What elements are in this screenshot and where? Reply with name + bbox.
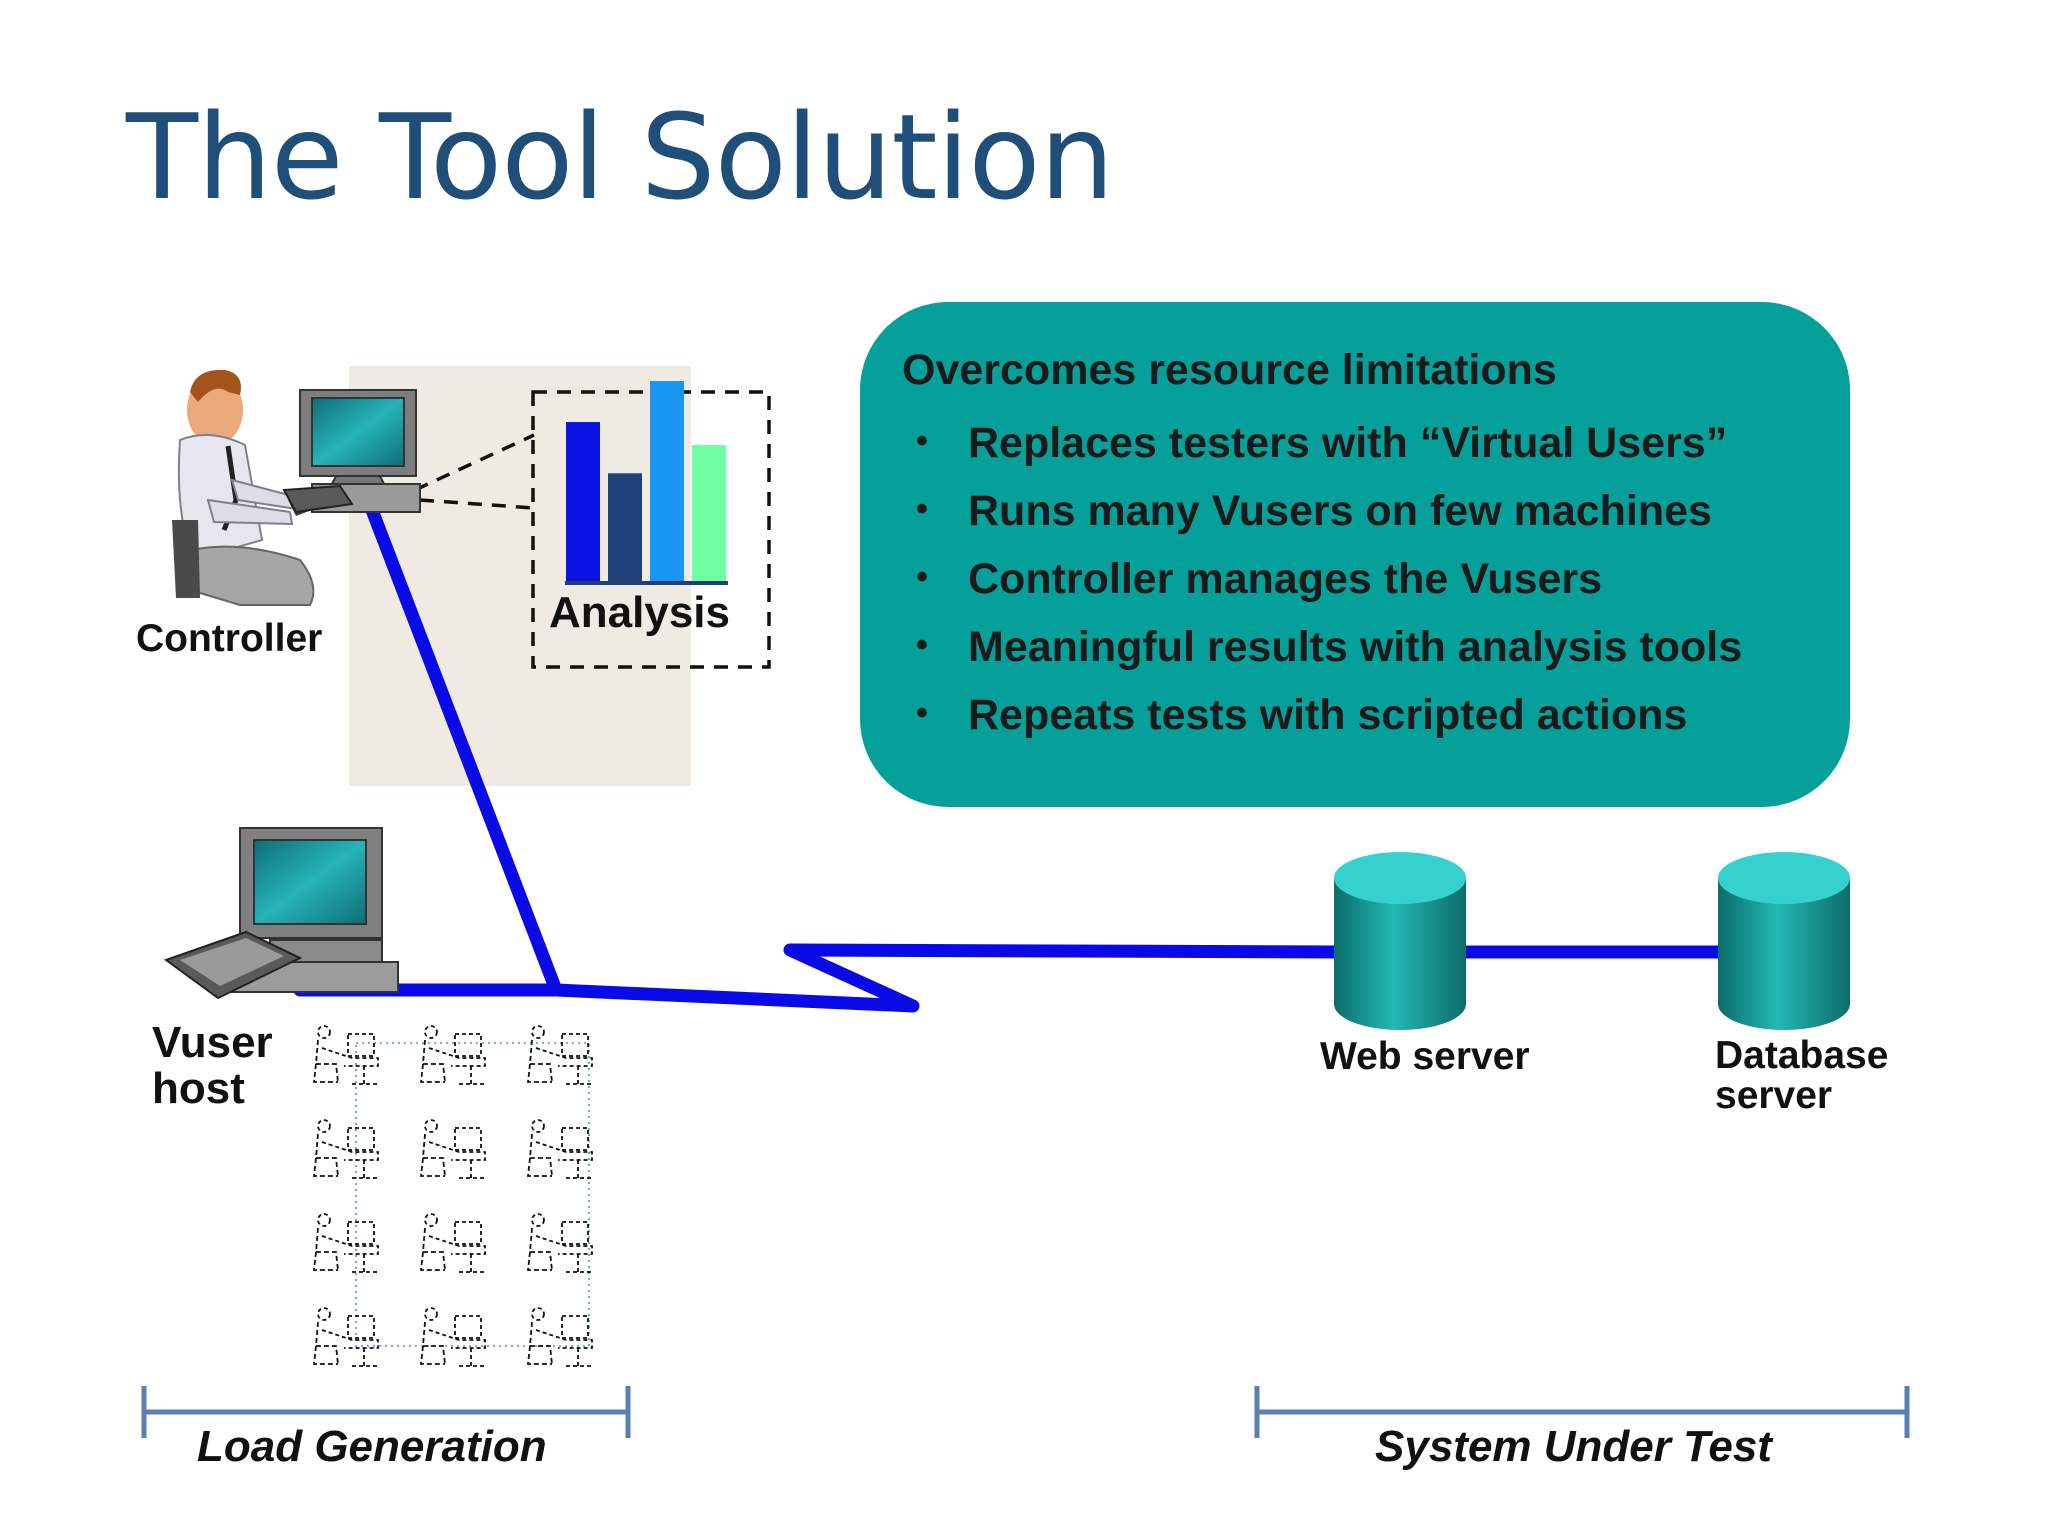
load-generation-label: Load Generation xyxy=(197,1422,547,1471)
callout-bullet: Replaces testers with “Virtual Users” xyxy=(902,407,1810,477)
vuser-grid-frame xyxy=(355,1042,590,1347)
callout-heading: Overcomes resource limitations xyxy=(902,346,1557,394)
vuser-figure-icon xyxy=(420,1307,488,1367)
vuser-figure-icon xyxy=(313,1119,381,1179)
database-server-label-line2: server xyxy=(1715,1074,1833,1117)
web-server-label: Web server xyxy=(1320,1035,1530,1078)
vuser-figure-icon xyxy=(313,1213,381,1273)
system-under-test-bracket xyxy=(1254,1386,1910,1438)
vuser-host-label-line1: Vuser xyxy=(152,1018,273,1067)
vuser-figure-icon xyxy=(420,1025,488,1085)
database-server-label: Database server xyxy=(1715,1036,1935,1116)
callout-bullet: Meaningful results with analysis tools xyxy=(902,611,1810,681)
controller-computer-icon xyxy=(282,389,421,514)
analysis-bar xyxy=(692,445,726,581)
analysis-box xyxy=(531,390,771,669)
network-lines xyxy=(293,503,1727,1013)
load-generation-bracket xyxy=(141,1386,631,1438)
analysis-chart xyxy=(566,381,726,581)
vuser-host-label-line2: host xyxy=(152,1064,245,1113)
database-server-label-line1: Database xyxy=(1715,1034,1889,1077)
vuser-figure-icon xyxy=(527,1213,595,1273)
analysis-bar xyxy=(608,473,642,581)
web-server-icon xyxy=(1334,852,1466,1030)
analysis-bar xyxy=(566,422,600,581)
vuser-figure-icon xyxy=(420,1119,488,1179)
callout-bullet: Repeats tests with scripted actions xyxy=(902,679,1810,749)
vuser-figure-icon xyxy=(313,1307,381,1367)
callout-bullet: Controller manages the Vusers xyxy=(902,543,1810,613)
system-under-test-label: System Under Test xyxy=(1375,1422,1772,1471)
analysis-label: Analysis xyxy=(549,588,730,637)
vuser-figure-icon xyxy=(527,1025,595,1085)
vuser-figure-icon xyxy=(527,1307,595,1367)
vuser-figure-icon xyxy=(527,1119,595,1179)
analysis-zoom xyxy=(414,390,771,669)
controller-link xyxy=(365,503,563,997)
controller-label: Controller xyxy=(136,617,323,660)
vuser-host-label: Vuser host xyxy=(152,1020,332,1112)
database-server-icon xyxy=(1718,852,1850,1030)
analysis-bar xyxy=(650,381,684,581)
host-to-server-link xyxy=(293,943,1347,1013)
slide-title: The Tool Solution xyxy=(126,88,1114,226)
callout-list: Replaces testers with “Virtual Users” Ru… xyxy=(902,407,1810,749)
callout-bullet: Runs many Vusers on few machines xyxy=(902,475,1810,545)
callout-box: Overcomes resource limitations Replaces … xyxy=(860,302,1850,807)
vuser-figure-icon xyxy=(420,1213,488,1273)
vuser-host-computer-icon xyxy=(163,827,399,1000)
